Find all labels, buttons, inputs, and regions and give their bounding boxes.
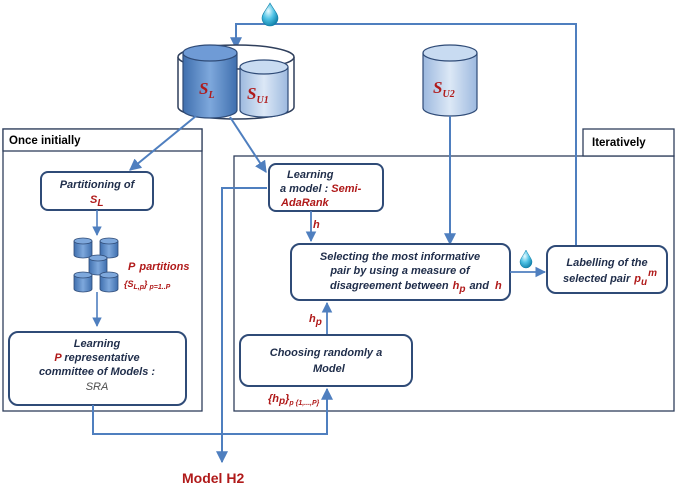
- svg-text:Learning: Learning: [287, 169, 334, 181]
- su2-cylinder: SU2: [422, 44, 478, 117]
- svg-text:P representative: P representative: [54, 352, 139, 364]
- svg-text:a model :Semi-: a model :Semi-: [280, 183, 362, 195]
- h-edge-label: h: [313, 219, 320, 231]
- su1-cylinder: SU1: [239, 59, 289, 118]
- svg-text:Labelling of the: Labelling of the: [566, 257, 647, 269]
- svg-text:committee of Models :: committee of Models :: [39, 366, 155, 378]
- su1-label: SU1: [247, 84, 269, 106]
- su2-label: SU2: [433, 78, 455, 100]
- feedback-loop: [230, 23, 577, 262]
- bottom-connectors: [92, 187, 333, 464]
- svg-text:Learning: Learning: [74, 338, 121, 350]
- sl-label: SL: [199, 79, 215, 101]
- panel-iter-title: Iteratively: [592, 137, 646, 149]
- selecting-node: Selecting the most informative pair by u…: [290, 243, 511, 301]
- svg-text:Partitioning of: Partitioning of: [60, 179, 136, 191]
- partitioning-node: Partitioning of SL: [40, 171, 154, 211]
- choosing-node: Choosing randomly a Model: [239, 334, 413, 387]
- partitions-formula: {SL,p}p=1..P: [124, 279, 171, 291]
- svg-text:pair by using a measure of: pair by using a measure of: [329, 265, 471, 277]
- labeled-unlabeled-store: SL SU1: [177, 44, 295, 120]
- teardrop-icon: [261, 2, 279, 27]
- svg-text:SL: SL: [90, 194, 103, 209]
- svg-text:Choosing randomly a: Choosing randomly a: [270, 347, 382, 359]
- svg-text:SRA: SRA: [86, 381, 109, 393]
- svg-text:Model: Model: [313, 363, 346, 375]
- partition-cylinders: [73, 237, 119, 293]
- teardrop-icon-small: [519, 249, 533, 269]
- svg-text:AdaRank: AdaRank: [280, 197, 330, 209]
- panel-once-title: Once initially: [9, 135, 81, 147]
- committee-node: Learning P representative committee of M…: [8, 331, 187, 406]
- store-arrows: [129, 115, 456, 246]
- model-output-label: Model H2: [182, 470, 244, 486]
- learning-model-node: Learning a model :Semi- AdaRank: [268, 163, 384, 212]
- sl-cylinder: SL: [182, 44, 238, 119]
- hp-edge-label: hp: [309, 313, 322, 328]
- svg-text:Selecting the most informative: Selecting the most informative: [320, 251, 480, 263]
- hp-set-label: {hp}p {1,...,P}: [268, 393, 320, 407]
